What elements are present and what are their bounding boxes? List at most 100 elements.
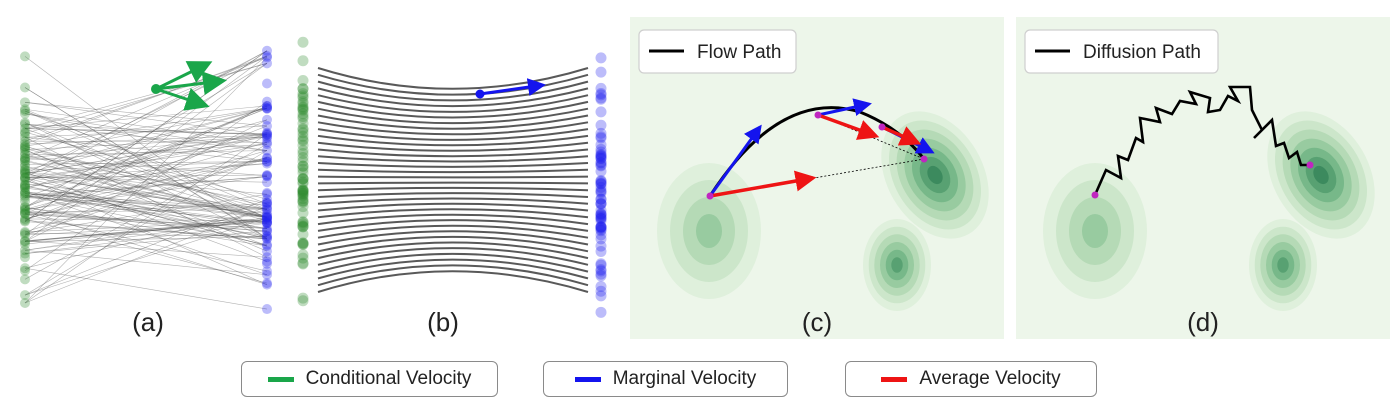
coupling-line (24, 142, 268, 210)
coupling-line (24, 143, 268, 161)
panel-a: (a) (20, 45, 272, 337)
coupling-line (24, 143, 268, 179)
flow-curve (317, 213, 589, 226)
diffusion-path-legend: Diffusion Path (1024, 29, 1219, 74)
coupling-line (24, 218, 268, 222)
target-sample-dot (595, 151, 607, 163)
target-sample-dot (262, 226, 272, 237)
coupling-line (24, 213, 268, 229)
source-sample-dot (297, 188, 309, 200)
density-contours (657, 111, 989, 311)
target-sample-dot (262, 133, 272, 144)
coupling-line (24, 177, 268, 240)
target-sample-dot (595, 187, 607, 199)
conditional-origin-point (151, 84, 161, 94)
coupling-line (24, 197, 268, 210)
source-sample-dot (20, 213, 30, 224)
target-sample-dot (595, 259, 607, 271)
target-sample-dot (262, 215, 272, 226)
source-sample-dot (20, 207, 30, 218)
coupling-line (24, 161, 268, 165)
source-sample-dot (20, 228, 30, 239)
coupling-line (24, 105, 268, 215)
source-sample-dot (297, 228, 309, 240)
target-sample-dot (595, 204, 607, 216)
source-sample-dot (20, 201, 30, 212)
source-sample-dot (297, 238, 309, 250)
source-sample-dot (20, 180, 30, 191)
legend-label: Marginal Velocity (612, 368, 757, 389)
source-sample-dot (297, 186, 309, 198)
target-sample-dot (595, 213, 607, 225)
target-sample-dot (262, 101, 272, 112)
coupling-line (24, 107, 268, 147)
source-sample-dot (20, 104, 30, 115)
target-sample-dot (262, 198, 272, 209)
target-sample-dot (262, 218, 272, 229)
target-sample-dot (262, 269, 272, 280)
coupling-line (24, 134, 268, 145)
target-sample-dot (262, 137, 272, 148)
target-sample-dot (262, 131, 272, 142)
coupling-line (24, 217, 268, 242)
source-sample-dot (20, 172, 30, 183)
source-sample-dot (20, 209, 30, 220)
target-sample-dot (595, 245, 607, 257)
flow-curve (317, 197, 589, 205)
coupling-line (24, 183, 268, 210)
source-sample-dot (297, 112, 309, 124)
source-sample-dot (20, 147, 30, 158)
coupling-line (24, 171, 268, 262)
source-sample-dot (20, 175, 30, 186)
coupling-line (24, 108, 268, 175)
source-sample-dot (297, 103, 309, 115)
coupling-lines (24, 50, 268, 310)
target-sample-dot (595, 209, 607, 221)
target-sample-dot (595, 177, 607, 189)
target-sample-dot (262, 258, 272, 269)
target-sample-dot (262, 103, 272, 114)
target-sample-dot (262, 187, 272, 198)
flow-curve (317, 141, 589, 152)
source-sample-dot (20, 188, 30, 199)
path-point (706, 192, 714, 200)
source-sample-dot (20, 141, 30, 152)
panel-d-label: (d) (1187, 307, 1219, 337)
coupling-line (24, 140, 268, 143)
conditional-arrow (155, 87, 210, 111)
target-sample-dot (595, 159, 607, 171)
source-sample-dot (20, 298, 30, 309)
coupling-line (24, 163, 268, 179)
coupling-line (24, 102, 268, 136)
source-sample-dot (297, 160, 309, 172)
legend-label: Average Velocity (919, 368, 1061, 389)
source-sample-dot (297, 97, 309, 109)
target-sample-dot (262, 197, 272, 208)
target-sample-dot (595, 149, 607, 161)
flow-curve (317, 100, 589, 119)
legend-label: Conditional Velocity (305, 368, 472, 389)
target-sample-dot (595, 178, 607, 190)
coupling-line (24, 218, 268, 242)
source-sample-dot (297, 187, 309, 199)
coupling-line (24, 57, 268, 304)
source-sample-dot (20, 173, 30, 184)
coupling-line (24, 213, 268, 232)
source-sample-dot (20, 239, 30, 250)
target-sample-dot (595, 139, 607, 151)
coupling-line (24, 210, 268, 285)
source-sample-dot (297, 216, 309, 228)
coupling-line (24, 180, 268, 247)
flow-curve (317, 94, 589, 113)
target-sample-dot (262, 239, 272, 250)
flow-curve (317, 219, 589, 232)
target-sample-dot (595, 270, 607, 282)
density-level (1082, 214, 1108, 248)
source-sample-dot (20, 205, 30, 216)
target-sample-dot (262, 203, 272, 214)
source-sample-dot (20, 139, 30, 150)
legend-marginal-velocity: Marginal Velocity (543, 361, 788, 397)
target-sample-dot (262, 96, 272, 107)
source-sample-dot (297, 123, 309, 135)
